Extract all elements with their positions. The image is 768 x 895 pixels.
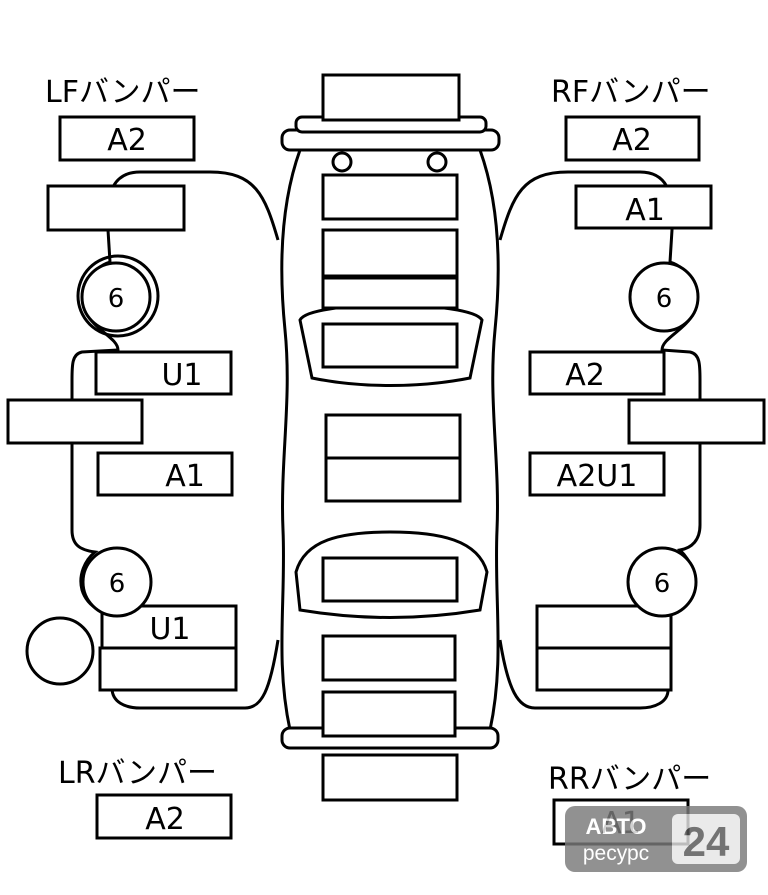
trunk-panel-1 [321,634,457,682]
rf-bumper-label: RFバンパー [551,75,711,110]
lr-quarter-box-lower [98,646,238,692]
watermark-line1: АВТО [586,814,647,839]
lr-bumper-label: LRバンパー [58,756,217,791]
lf-wheel-icon [80,261,152,333]
rr-door-box [528,451,666,497]
rr-door-code: A2U1 [557,459,638,494]
rear-bumper-panel [321,753,459,802]
rf-bumper-box [564,115,701,162]
roof-panel-2 [324,456,462,503]
right-side-profile [498,170,702,710]
watermark-logo: АВТО ресурс 24 [565,806,747,872]
bonnet-panel-2 [321,228,459,278]
right-sill-box [627,398,766,445]
lf-fender-box [46,184,186,232]
rf-bumper-code: A2 [612,123,652,158]
roof-panel-1 [324,413,462,460]
rf-door-box [528,350,666,396]
rr-wheel-code: 6 [654,569,671,599]
left-side-profile [70,170,280,710]
rf-wheel-icon [628,261,700,333]
spare-tire-icon [25,616,95,686]
lf-wheel-code: 6 [108,284,125,314]
rf-fender-code: A1 [625,193,665,228]
lf-bumper-code: A2 [107,123,147,158]
bonnet-panel-3 [321,276,459,310]
watermark-line2: ресурс [583,842,649,865]
watermark-digits: 24 [683,818,730,865]
rear-window-outline [294,530,489,619]
left-headlight-icon [331,151,353,173]
bonnet-top-panel [321,73,461,122]
rf-wheel-code: 6 [656,284,673,314]
rr-bumper-label: RRバンパー [548,762,711,797]
lr-door-code: A1 [165,459,205,494]
lf-bumper-box [58,115,196,162]
lr-bumper-box [95,793,233,840]
rr-wheel-icon [626,546,698,618]
lf-wheel-arch [76,254,160,338]
lr-wheel-icon [81,546,153,618]
bonnet-panel-1 [321,173,459,221]
lr-wheel-code: 6 [109,569,126,599]
rf-fender-box [574,184,713,230]
rf-door-code: A2 [565,358,605,393]
lr-door-box [96,451,234,497]
windshield-panel [321,322,459,369]
rear-window-panel [321,556,459,603]
right-headlight-icon [426,151,448,173]
rr-quarter-box-lower [535,646,673,692]
left-sill-box [6,398,144,445]
lr-quarter-code: U1 [149,612,190,647]
trunk-panel-2 [321,690,457,738]
lf-door-code: U1 [161,358,202,393]
lr-bumper-code: A2 [145,802,185,837]
lf-bumper-label: LFバンパー [45,75,200,110]
lf-door-box [94,350,233,396]
